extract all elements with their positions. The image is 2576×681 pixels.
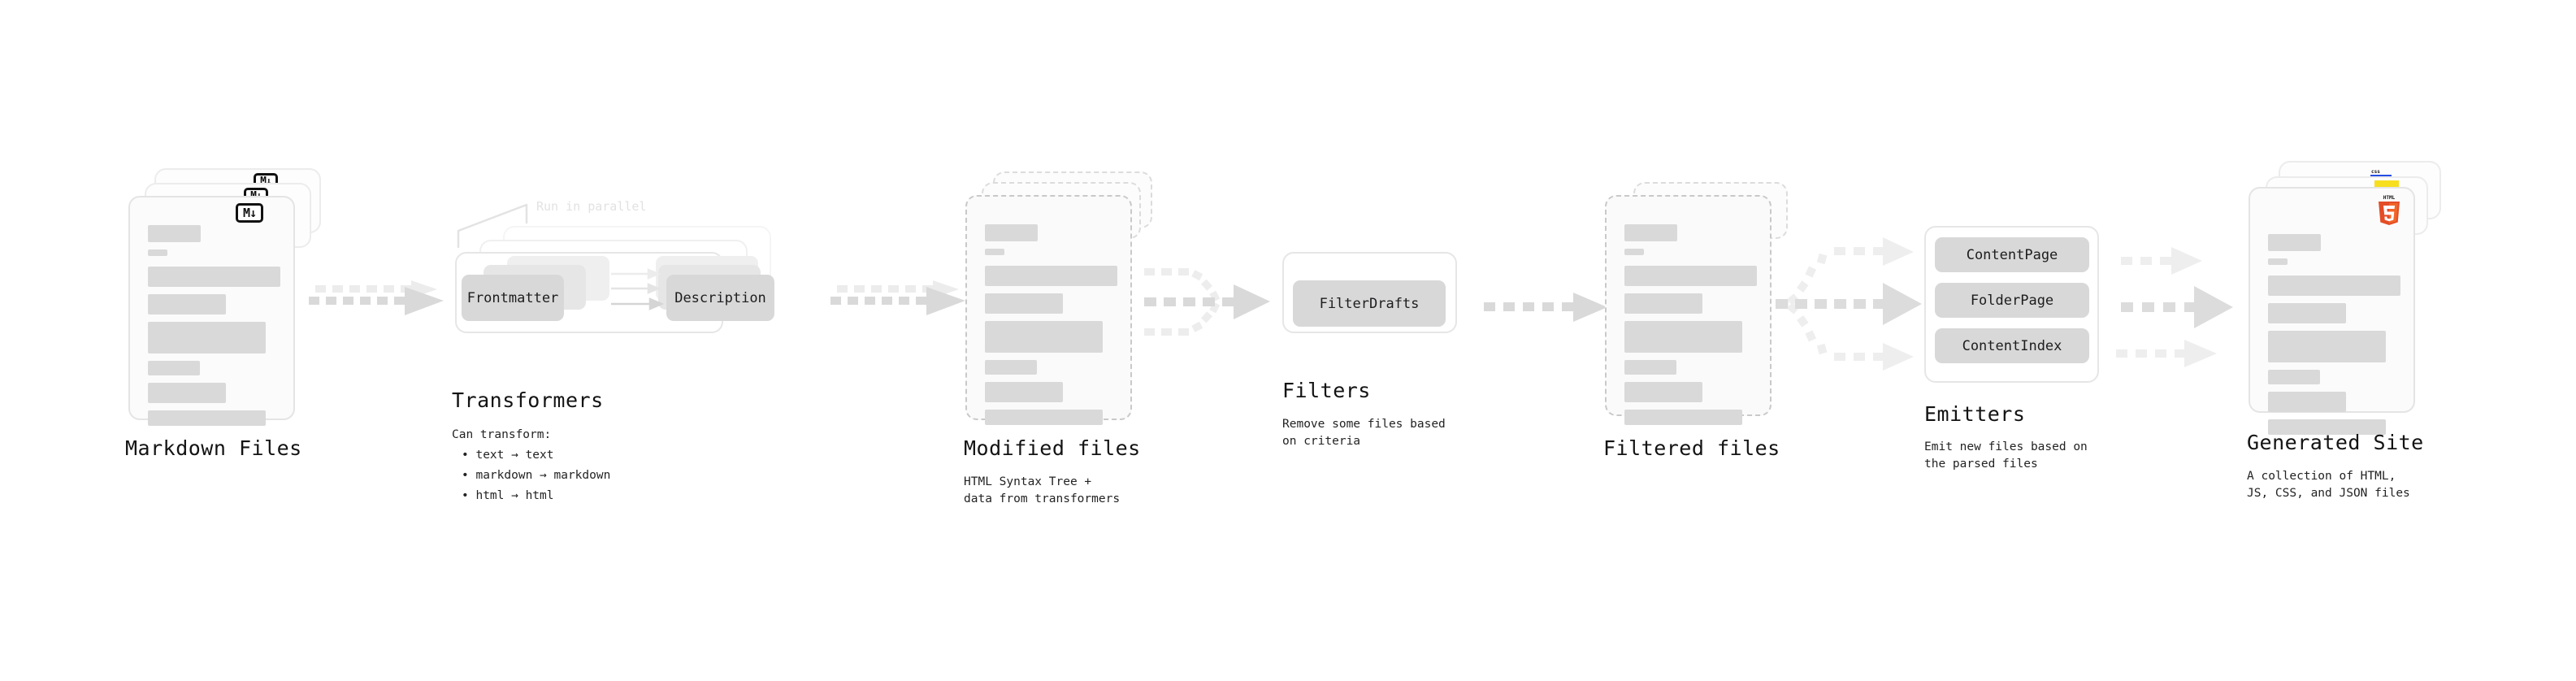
filtered-card-content [1624, 224, 1757, 432]
run-in-parallel-label: Run in parallel [536, 199, 647, 214]
stage-subtitle-generated-site: A collection of HTML, JS, CSS, and JSON … [2247, 470, 2410, 501]
modified-card-content [985, 224, 1117, 432]
content-bar [148, 361, 200, 375]
content-bar [148, 322, 266, 354]
transformer-bullet-0: • text → text [462, 449, 554, 462]
content-bar [2268, 234, 2321, 251]
modified-card-front [965, 195, 1132, 425]
content-bar [1624, 382, 1702, 402]
stage-title-markdown-files: Markdown Files [125, 436, 302, 460]
filter-pill-filterdrafts[interactable]: FilterDrafts [1293, 280, 1446, 327]
content-bar [148, 225, 201, 242]
transformer-pill-frontmatter[interactable]: Frontmatter [462, 275, 564, 321]
stage-subtitle-emitters: Emit new files based on the parsed files [1924, 440, 2088, 471]
markdown-badge-front: M↓ [236, 203, 263, 223]
content-bar [148, 249, 167, 256]
markdown-card-front [128, 196, 295, 426]
content-bar [148, 294, 226, 314]
arrow-markdown-to-transformers [309, 280, 455, 354]
content-bar [2268, 370, 2320, 384]
content-bar [985, 382, 1063, 402]
run-in-parallel-bracket [457, 200, 546, 249]
content-bar [2268, 331, 2386, 362]
content-bar [985, 410, 1103, 425]
site-card-front [2249, 187, 2415, 435]
transformer-pill-description[interactable]: Description [666, 275, 774, 321]
stage-subtitle-transformers: Can transform: [452, 428, 552, 441]
content-bar [985, 266, 1117, 286]
stage-title-filters: Filters [1282, 379, 1371, 402]
content-bar [985, 224, 1038, 241]
content-bar [1624, 249, 1644, 255]
markdown-card-content [148, 225, 280, 433]
content-bar [2268, 303, 2346, 323]
stage-title-emitters: Emitters [1924, 402, 2026, 426]
transformer-bullet-1: • markdown → markdown [462, 469, 611, 482]
content-bar [1624, 293, 1702, 314]
site-card-content [2268, 234, 2400, 442]
content-bar [2268, 392, 2346, 412]
arrow-filters-to-filtered [1484, 293, 1614, 333]
transformer-inner-arrows [611, 268, 670, 319]
arrow-modified-to-filters [1144, 258, 1282, 348]
css-badge-label: css [2371, 169, 2380, 175]
emitter-pill-contentindex[interactable]: ContentIndex [1935, 328, 2089, 363]
svg-text:HTML: HTML [2383, 195, 2396, 201]
arrow-transformers-to-modified [830, 280, 977, 354]
html5-icon: HTML [2376, 193, 2402, 226]
stage-title-filtered-files: Filtered files [1603, 436, 1780, 460]
filtered-card-front [1605, 195, 1772, 425]
content-bar [985, 321, 1103, 353]
stage-title-transformers: Transformers [452, 388, 604, 412]
stage-subtitle-modified-files: HTML Syntax Tree + data from transformer… [964, 475, 1121, 506]
transformer-bullet-2: • html → html [462, 489, 554, 502]
content-bar [148, 383, 226, 403]
content-bar [985, 249, 1004, 255]
emitter-pill-folderpage[interactable]: FolderPage [1935, 283, 2089, 318]
stage-title-generated-site: Generated Site [2247, 431, 2424, 454]
content-bar [985, 360, 1037, 375]
content-bar [2268, 275, 2400, 296]
content-bar [1624, 410, 1742, 425]
stage-subtitle-filters: Remove some files based on criteria [1282, 418, 1446, 449]
arrow-emitters-to-site [2116, 236, 2267, 374]
content-bar [2268, 419, 2386, 435]
stage-title-modified-files: Modified files [964, 436, 1141, 460]
content-bar [1624, 321, 1742, 353]
emitter-pill-contentpage[interactable]: ContentPage [1935, 237, 2089, 272]
content-bar [1624, 224, 1677, 241]
content-bar [1624, 360, 1676, 375]
content-bar [1624, 266, 1757, 286]
content-bar [2268, 258, 2288, 265]
arrow-filtered-to-emitters [1776, 234, 1926, 372]
content-bar [148, 410, 266, 426]
content-bar [148, 267, 280, 287]
content-bar [985, 293, 1063, 314]
